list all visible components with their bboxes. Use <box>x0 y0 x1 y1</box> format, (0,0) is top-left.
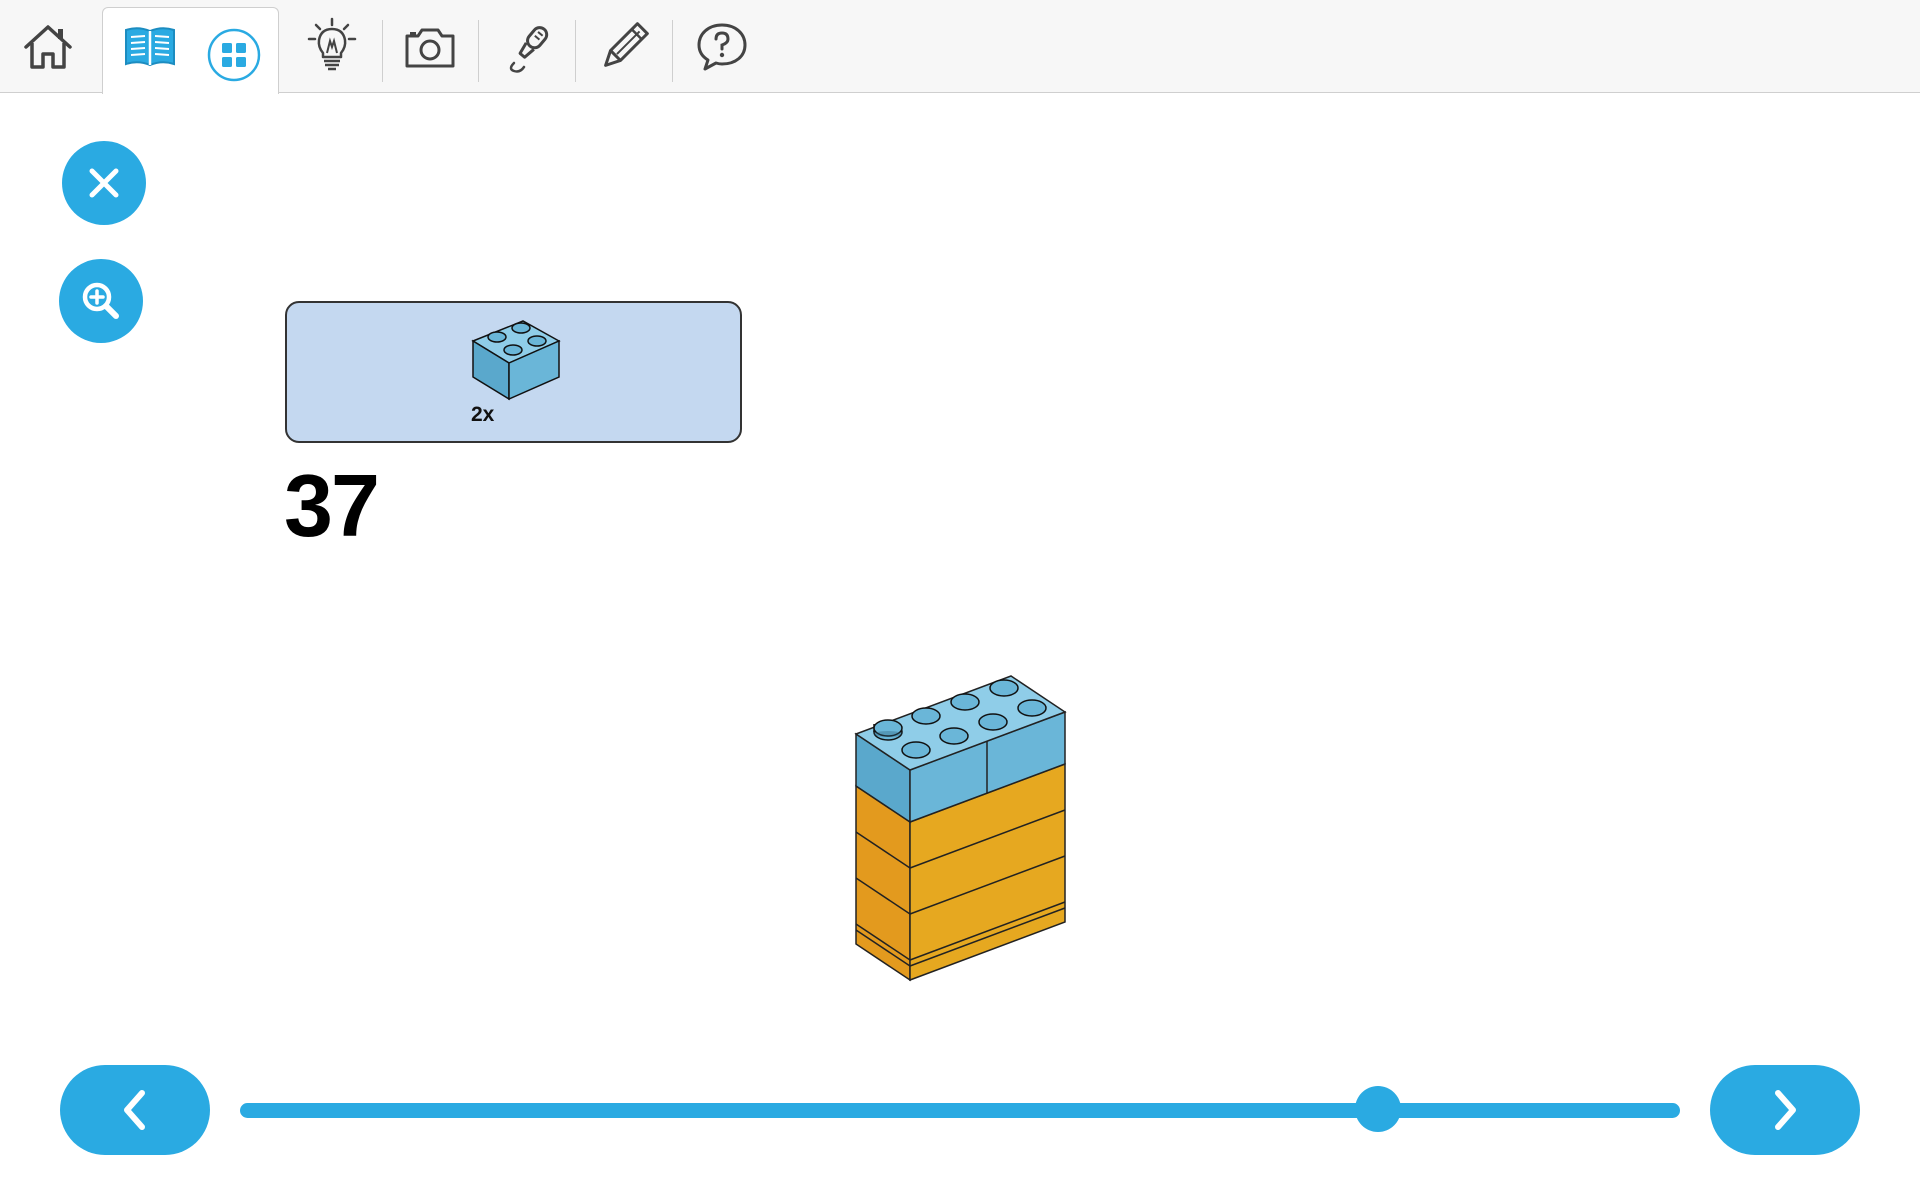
zoom-in-icon <box>82 282 119 319</box>
chevron-right-icon <box>1775 1090 1796 1130</box>
model-assembly-illustration <box>854 675 1067 982</box>
help-icon <box>697 23 747 71</box>
home-icon <box>24 25 72 69</box>
grid-icon <box>207 28 261 82</box>
toolbar <box>0 0 1920 94</box>
camera-icon <box>405 28 455 68</box>
previous-step-button[interactable] <box>60 1065 210 1155</box>
zoom-in-button[interactable] <box>59 259 143 343</box>
book-icon <box>125 27 175 67</box>
part-quantity: 2x <box>471 403 495 426</box>
camera-button[interactable] <box>394 12 466 82</box>
microphone-icon <box>509 26 549 73</box>
lightbulb-icon <box>307 17 357 71</box>
close-button[interactable] <box>62 141 146 225</box>
step-progress-slider[interactable] <box>240 1103 1680 1118</box>
chevron-left-icon <box>124 1090 145 1130</box>
slider-thumb[interactable] <box>1354 1086 1401 1132</box>
close-icon <box>89 168 119 198</box>
ideas-button[interactable] <box>296 12 368 82</box>
next-step-button[interactable] <box>1710 1065 1860 1155</box>
step-number: 37 <box>284 456 380 555</box>
help-button[interactable] <box>686 12 758 82</box>
parts-list-callout: 2x <box>285 301 742 443</box>
toolbar-divider <box>382 20 383 82</box>
toolbar-divider <box>478 20 479 82</box>
record-button[interactable] <box>492 12 564 82</box>
draw-button[interactable] <box>588 12 660 82</box>
home-button[interactable] <box>12 12 84 82</box>
toolbar-divider <box>672 20 673 82</box>
pencil-icon <box>604 22 649 67</box>
overview-button[interactable] <box>198 20 270 90</box>
brick-2x2-icon <box>471 320 561 401</box>
instructions-tab[interactable] <box>114 12 186 82</box>
toolbar-divider <box>575 20 576 82</box>
